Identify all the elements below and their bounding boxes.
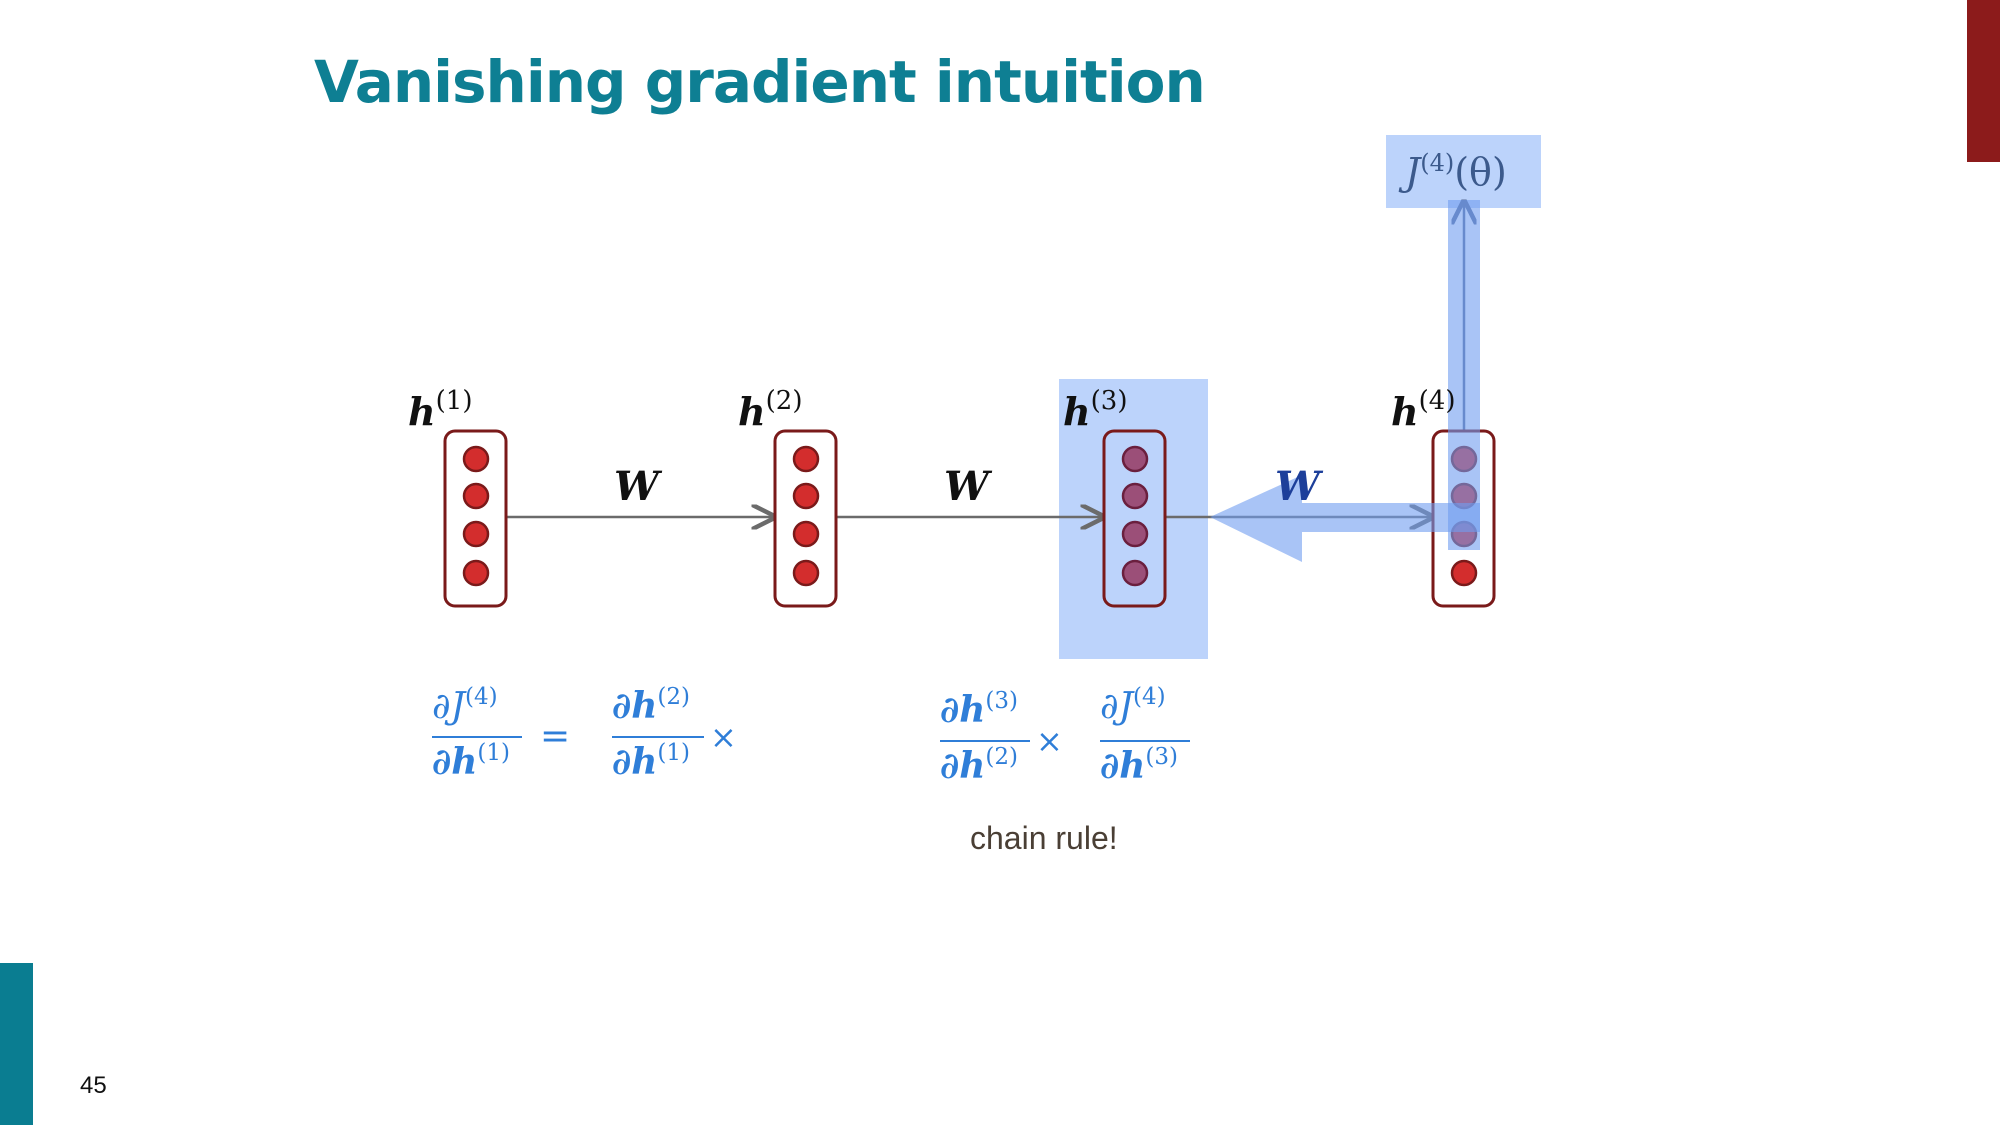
neuron <box>1450 559 1478 587</box>
hidden-state-h3 <box>1102 429 1167 608</box>
neuron <box>1121 482 1149 510</box>
factor-2-fraction: ∂h(3) ∂h(2) <box>940 688 1030 787</box>
hidden-state-h1 <box>443 429 508 608</box>
svg-text:∂h(1): ∂h(1) <box>612 740 690 783</box>
lhs-fraction: ∂J(4) ∂h(1) <box>432 684 522 783</box>
equals-sign: = <box>540 716 570 757</box>
accent-bar-bottom-left <box>0 963 33 1125</box>
gradient-back-arrow <box>1210 475 1480 562</box>
times-sign-2: × <box>1036 722 1063 760</box>
weight-label-w1: W <box>614 463 663 510</box>
h1-label: h(1) <box>408 386 472 434</box>
neuron <box>1121 520 1149 548</box>
h4-label: h(4) <box>1391 386 1455 434</box>
neuron <box>792 520 820 548</box>
neuron <box>792 559 820 587</box>
svg-text:∂J(4): ∂J(4) <box>1100 684 1166 727</box>
weight-label-w2: W <box>944 463 993 510</box>
svg-text:∂h(3): ∂h(3) <box>940 688 1018 731</box>
svg-text:∂J(4): ∂J(4) <box>432 684 498 727</box>
factor-3-fraction: ∂J(4) ∂h(3) <box>1100 684 1190 787</box>
factor-1-fraction: ∂h(2) ∂h(1) <box>612 684 704 783</box>
neuron <box>1121 445 1149 473</box>
svg-text:∂h(2): ∂h(2) <box>612 684 690 727</box>
neuron <box>792 445 820 473</box>
chain-rule-caption: chain rule! <box>970 820 1118 856</box>
neuron <box>462 520 490 548</box>
svg-text:∂h(3): ∂h(3) <box>1100 744 1178 787</box>
page-number: 45 <box>80 1072 107 1099</box>
loss-highlight-box <box>1386 135 1541 208</box>
slide-title: Vanishing gradient intuition <box>314 48 1206 116</box>
hidden-state-h2 <box>773 429 838 608</box>
svg-text:∂h(1): ∂h(1) <box>432 740 510 783</box>
svg-text:∂h(2): ∂h(2) <box>940 744 1018 787</box>
neuron <box>462 445 490 473</box>
accent-bar-top-right <box>1967 0 2000 162</box>
h2-label: h(2) <box>738 386 802 434</box>
neuron <box>792 482 820 510</box>
gradient-vertical-bar <box>1448 200 1480 550</box>
weight-label-w3: W <box>1275 463 1324 510</box>
neuron <box>1121 559 1149 587</box>
times-sign-1: × <box>710 718 737 756</box>
neuron <box>462 559 490 587</box>
neuron <box>462 482 490 510</box>
chain-rule-equation: ∂J(4) ∂h(1) = ∂h(2) ∂h(1) × ∂h(3) ∂h(2) … <box>432 684 1190 787</box>
h3-label: h(3) <box>1063 386 1127 434</box>
